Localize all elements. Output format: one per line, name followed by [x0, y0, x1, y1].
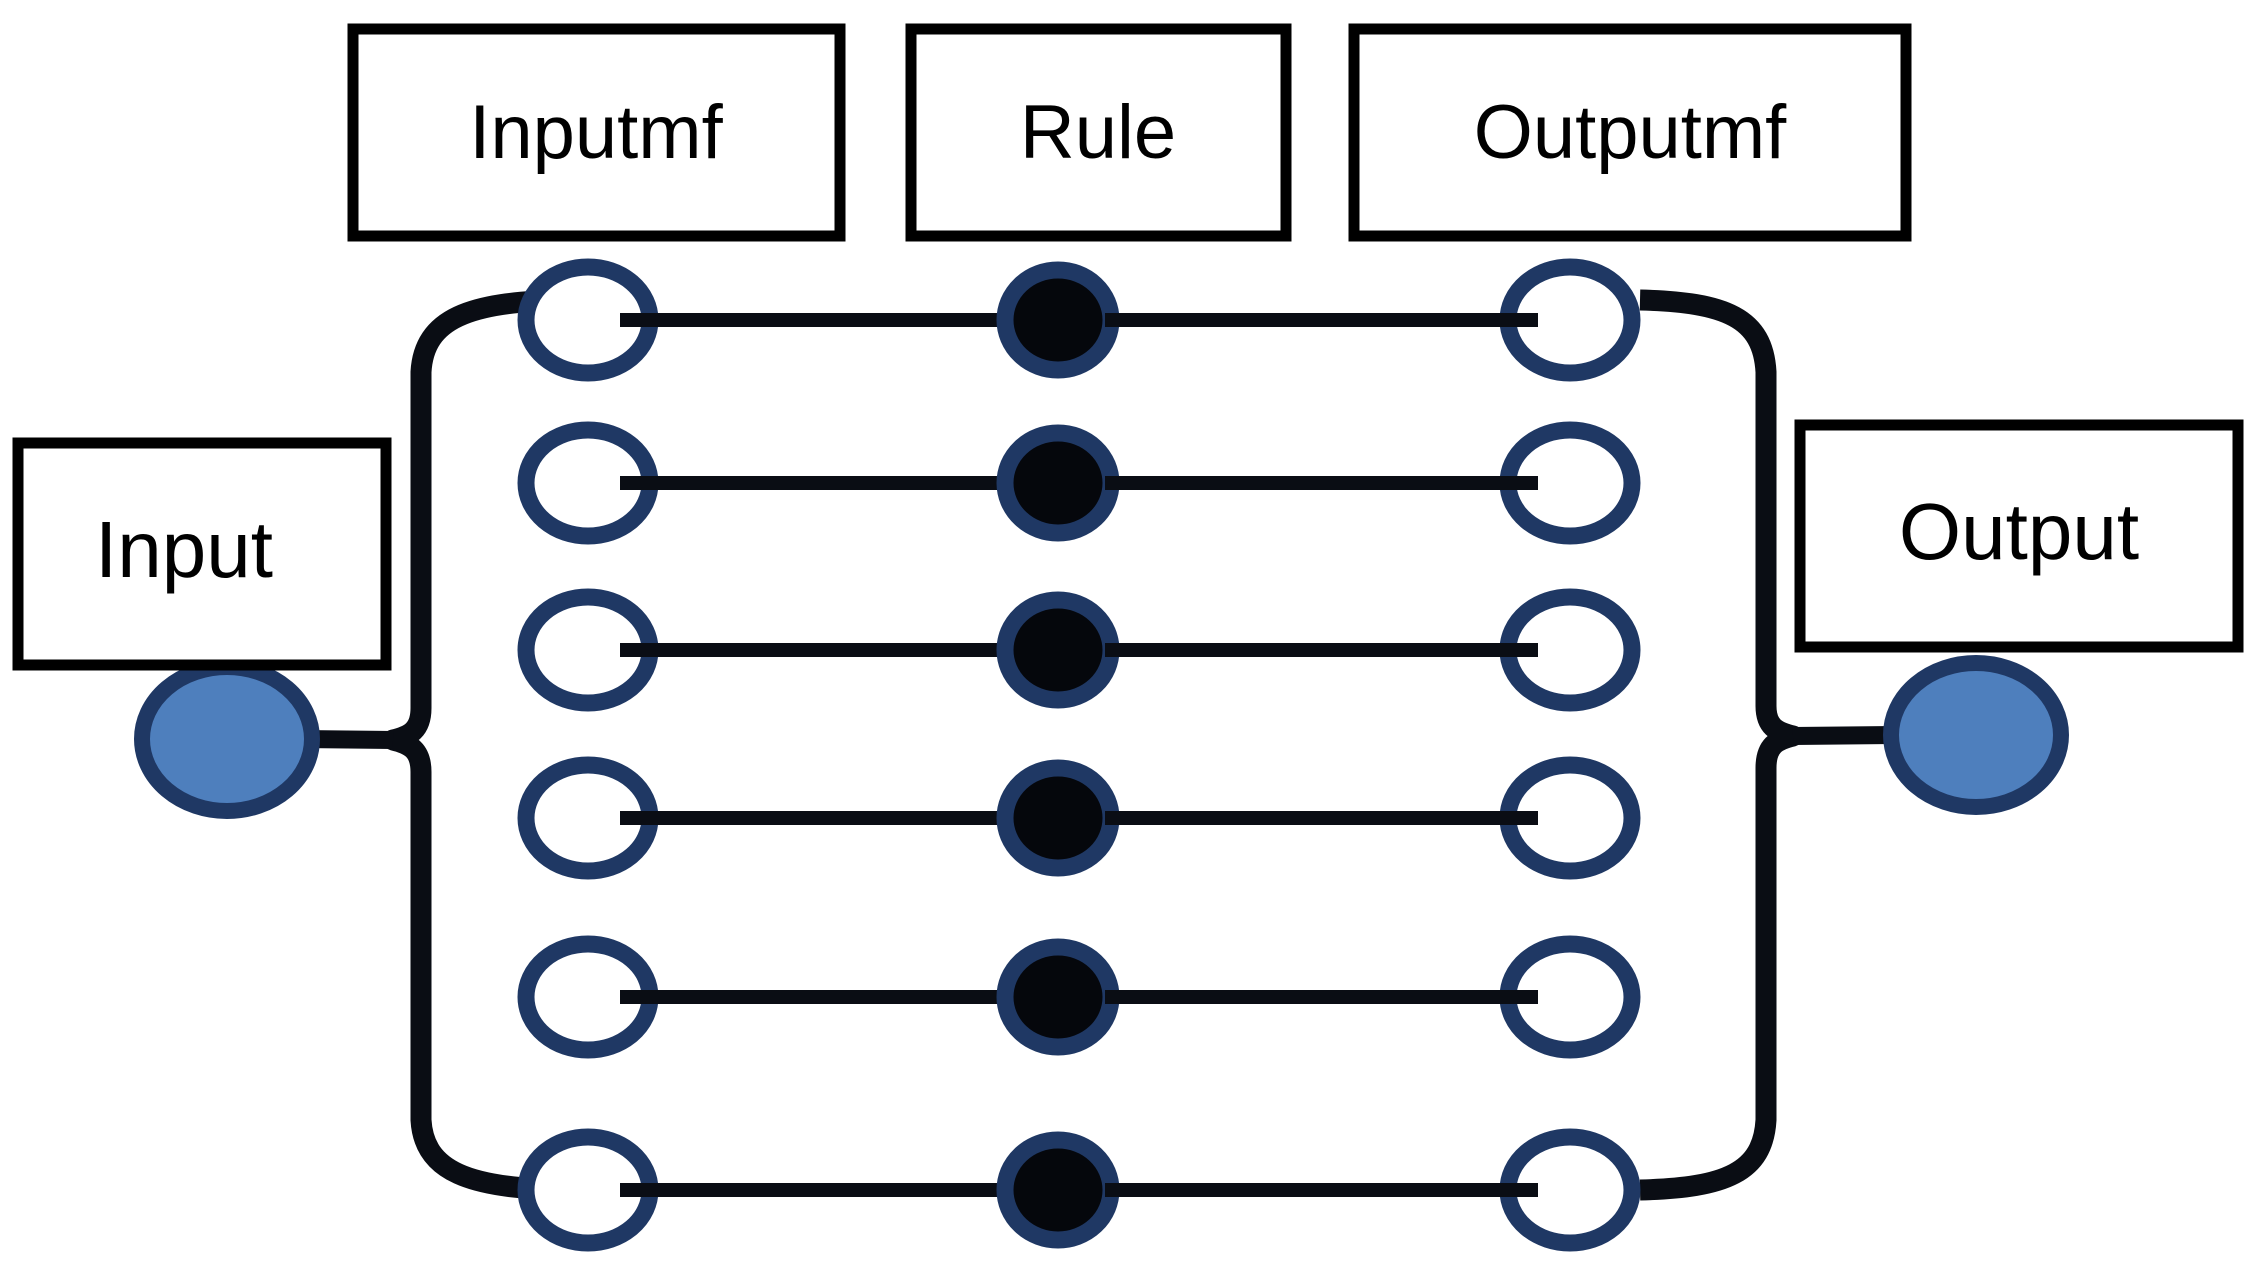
output-label-box[interactable]: Output [1794, 419, 2244, 653]
rule-node-row-1[interactable] [996, 261, 1120, 379]
rule-node-row-6[interactable] [996, 1131, 1120, 1249]
left-bracket [382, 289, 564, 1201]
rule-node-row-5[interactable] [996, 938, 1120, 1056]
outputmf-label: Outputmf [1474, 90, 1787, 175]
rule-label: Rule [1020, 90, 1176, 175]
output-terminal-link [1792, 726, 1895, 745]
outputmf-label-box[interactable]: Outputmf [1348, 23, 1912, 242]
rule-label-box[interactable]: Rule [905, 23, 1292, 242]
output-label: Output [1899, 487, 2139, 576]
input-label: Input [95, 505, 273, 594]
node-circles [517, 258, 1641, 1252]
rule-node-row-3[interactable] [996, 591, 1120, 709]
input-node[interactable] [134, 659, 320, 819]
rule-node-row-2[interactable] [996, 424, 1120, 542]
input-label-box[interactable]: Input [12, 437, 392, 671]
inputmf-label: Inputmf [469, 90, 723, 175]
rule-node-row-4[interactable] [996, 759, 1120, 877]
inputmf-label-box[interactable]: Inputmf [347, 23, 846, 242]
output-node[interactable] [1883, 655, 2069, 815]
right-bracket [1639, 289, 1804, 1201]
